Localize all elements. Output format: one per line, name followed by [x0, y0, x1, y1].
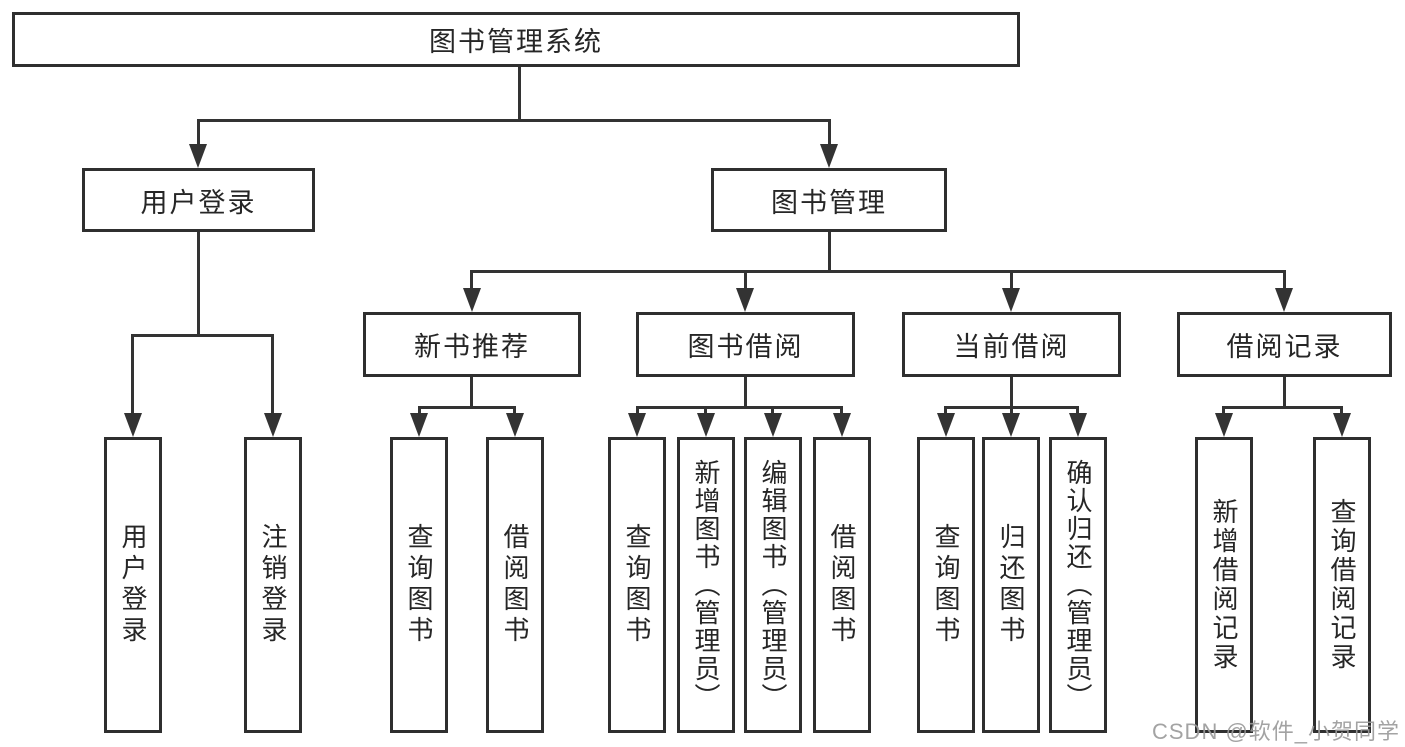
connector-hline	[470, 270, 1286, 273]
node-book-borrowing: 图书借阅	[636, 312, 855, 377]
leaf-user-login: 用户登录	[104, 437, 162, 733]
arrowhead-down	[937, 413, 955, 437]
connector-vline	[271, 334, 274, 416]
node-new-book-recommend: 新书推荐	[363, 312, 581, 377]
node-root-library-system: 图书管理系统	[12, 12, 1020, 67]
connector-vline	[1010, 406, 1013, 416]
connector-hline	[1222, 406, 1343, 409]
connector-vline	[1340, 406, 1343, 416]
connector-vline	[513, 406, 516, 416]
leaf-borrow-books-borrowing: 借阅图书	[813, 437, 871, 733]
connector-vline	[418, 406, 421, 416]
leaf-add-books-admin: 新增图书（管理员）	[677, 437, 735, 733]
connector-hline	[197, 119, 831, 122]
connector-hline	[418, 406, 516, 409]
arrowhead-down	[1002, 288, 1020, 312]
arrowhead-down	[264, 413, 282, 437]
leaf-confirm-return-admin: 确认归还（管理员）	[1049, 437, 1107, 733]
connector-vline	[131, 334, 134, 416]
arrowhead-down	[697, 413, 715, 437]
node-user-login: 用户登录	[82, 168, 315, 232]
connector-vline	[840, 406, 843, 416]
arrowhead-down	[189, 144, 207, 168]
leaf-return-books: 归还图书	[982, 437, 1040, 733]
connector-vline	[470, 377, 473, 408]
node-borrowing-records: 借阅记录	[1177, 312, 1392, 377]
connector-vline	[744, 377, 747, 408]
arrowhead-down	[1002, 413, 1020, 437]
leaf-query-books-borrowing: 查询图书	[608, 437, 666, 733]
leaf-edit-books-admin: 编辑图书（管理员）	[744, 437, 802, 733]
arrowhead-down	[1275, 288, 1293, 312]
arrowhead-down	[124, 413, 142, 437]
connector-vline	[1222, 406, 1225, 416]
connector-hline	[636, 406, 843, 409]
connector-vline	[1283, 377, 1286, 408]
arrowhead-down	[1333, 413, 1351, 437]
arrowhead-down	[506, 413, 524, 437]
connector-vline	[771, 406, 774, 416]
connector-vline	[518, 67, 521, 121]
connector-vline	[197, 232, 200, 336]
arrowhead-down	[833, 413, 851, 437]
leaf-query-books-current: 查询图书	[917, 437, 975, 733]
connector-vline	[636, 406, 639, 416]
connector-vline	[470, 270, 473, 292]
leaf-borrow-books-recommend: 借阅图书	[486, 437, 544, 733]
connector-vline	[1076, 406, 1079, 416]
connector-vline	[1010, 377, 1013, 408]
arrowhead-down	[463, 288, 481, 312]
connector-vline	[744, 270, 747, 292]
connector-vline	[1283, 270, 1286, 292]
connector-vline	[944, 406, 947, 416]
leaf-add-borrow-record: 新增借阅记录	[1195, 437, 1253, 733]
connector-vline	[197, 119, 200, 147]
arrowhead-down	[628, 413, 646, 437]
arrowhead-down	[736, 288, 754, 312]
connector-vline	[828, 232, 831, 272]
arrowhead-down	[410, 413, 428, 437]
connector-vline	[1010, 270, 1013, 292]
connector-hline	[131, 334, 273, 337]
connector-vline	[704, 406, 707, 416]
leaf-query-borrow-record: 查询借阅记录	[1313, 437, 1371, 733]
leaf-logout: 注销登录	[244, 437, 302, 733]
connector-vline	[828, 119, 831, 147]
arrowhead-down	[1215, 413, 1233, 437]
arrowhead-down	[820, 144, 838, 168]
node-current-borrowing: 当前借阅	[902, 312, 1121, 377]
arrowhead-down	[1069, 413, 1087, 437]
leaf-query-books-recommend: 查询图书	[390, 437, 448, 733]
node-book-management: 图书管理	[711, 168, 947, 232]
arrowhead-down	[764, 413, 782, 437]
csdn-watermark: CSDN @软件_小贺同学	[1152, 719, 1401, 744]
